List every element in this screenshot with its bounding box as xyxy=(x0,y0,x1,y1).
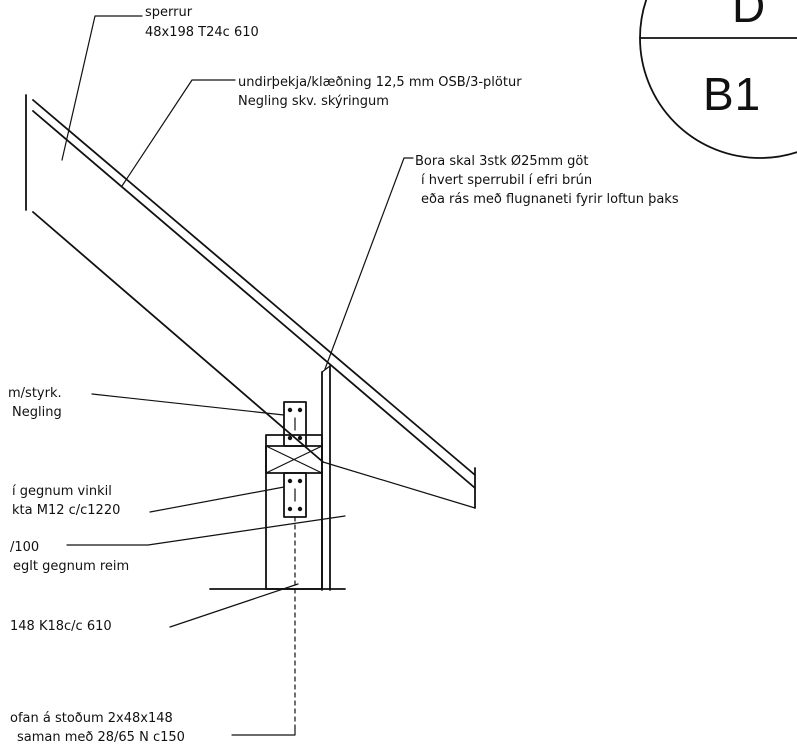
note-sperrur-2: 48x198 T24c 610 xyxy=(145,25,259,40)
note-sperrur-1: sperrur xyxy=(145,5,193,20)
nail-dot xyxy=(287,435,293,441)
x-brace-2 xyxy=(265,445,323,474)
note-bora-1: Bora skal 3stk Ø25mm göt xyxy=(415,154,588,169)
notes: sperrur 48x198 T24c 610 undirþekja/klæðn… xyxy=(8,5,679,745)
note-bora-2: í hvert sperrubil í efri brún xyxy=(421,173,592,188)
nail-dot xyxy=(297,478,303,484)
leader-stodum xyxy=(231,727,296,736)
leader-lines xyxy=(61,15,414,736)
leader-vinkill xyxy=(149,486,285,513)
note-styrk-2: Negling xyxy=(12,405,62,420)
post-top-line xyxy=(321,365,331,373)
leader-bora xyxy=(324,157,414,370)
nail-dot xyxy=(287,506,293,512)
leader-sperrur xyxy=(61,15,143,161)
sheathing-bottom-line xyxy=(32,110,476,489)
note-vinkill-2: kta M12 c/c1220 xyxy=(12,503,120,518)
note-undirthekja-2: Negling skv. skýringum xyxy=(238,94,389,109)
leader-styrk xyxy=(91,393,285,416)
nail-dot xyxy=(297,435,303,441)
wall-post xyxy=(209,365,346,591)
note-stodum-1: ofan á stoðum 2x48x148 xyxy=(10,711,173,726)
double-plate xyxy=(265,434,323,590)
nail-dot xyxy=(287,478,293,484)
note-stodum-2: saman með 28/65 N c150 xyxy=(17,730,185,745)
detail-marker: D B1 xyxy=(639,0,797,159)
blocking xyxy=(265,445,323,474)
nail-dot xyxy=(287,407,293,413)
rafter-bottom-line xyxy=(32,211,324,463)
note-k18: 148 K18c/c 610 xyxy=(10,619,112,634)
note-reim-2: eglt gegnum reim xyxy=(13,559,129,574)
note-styrk-1: m/styrk. xyxy=(8,386,62,401)
note-vinkill-1: í gegnum vinkil xyxy=(12,484,112,499)
rafter-right-bottom xyxy=(322,461,476,509)
leader-k18 xyxy=(169,583,299,628)
note-bora-3: eða rás með flugnaneti fyrir loftun þaks xyxy=(421,192,679,207)
detail-marker-bottom: B1 xyxy=(703,68,761,120)
sheathing-top-line xyxy=(32,99,476,476)
leader-reim xyxy=(66,515,346,546)
note-undirthekja-1: undirþekja/klæðning 12,5 mm OSB/3-plötur xyxy=(238,75,522,90)
leader-undirthekja xyxy=(121,79,236,187)
nail-dot xyxy=(297,407,303,413)
nail-dot xyxy=(297,506,303,512)
connector-assembly xyxy=(265,401,323,729)
rafter xyxy=(25,94,476,509)
detail-marker-top: D xyxy=(732,0,766,32)
note-reim-1: /100 xyxy=(10,540,39,555)
